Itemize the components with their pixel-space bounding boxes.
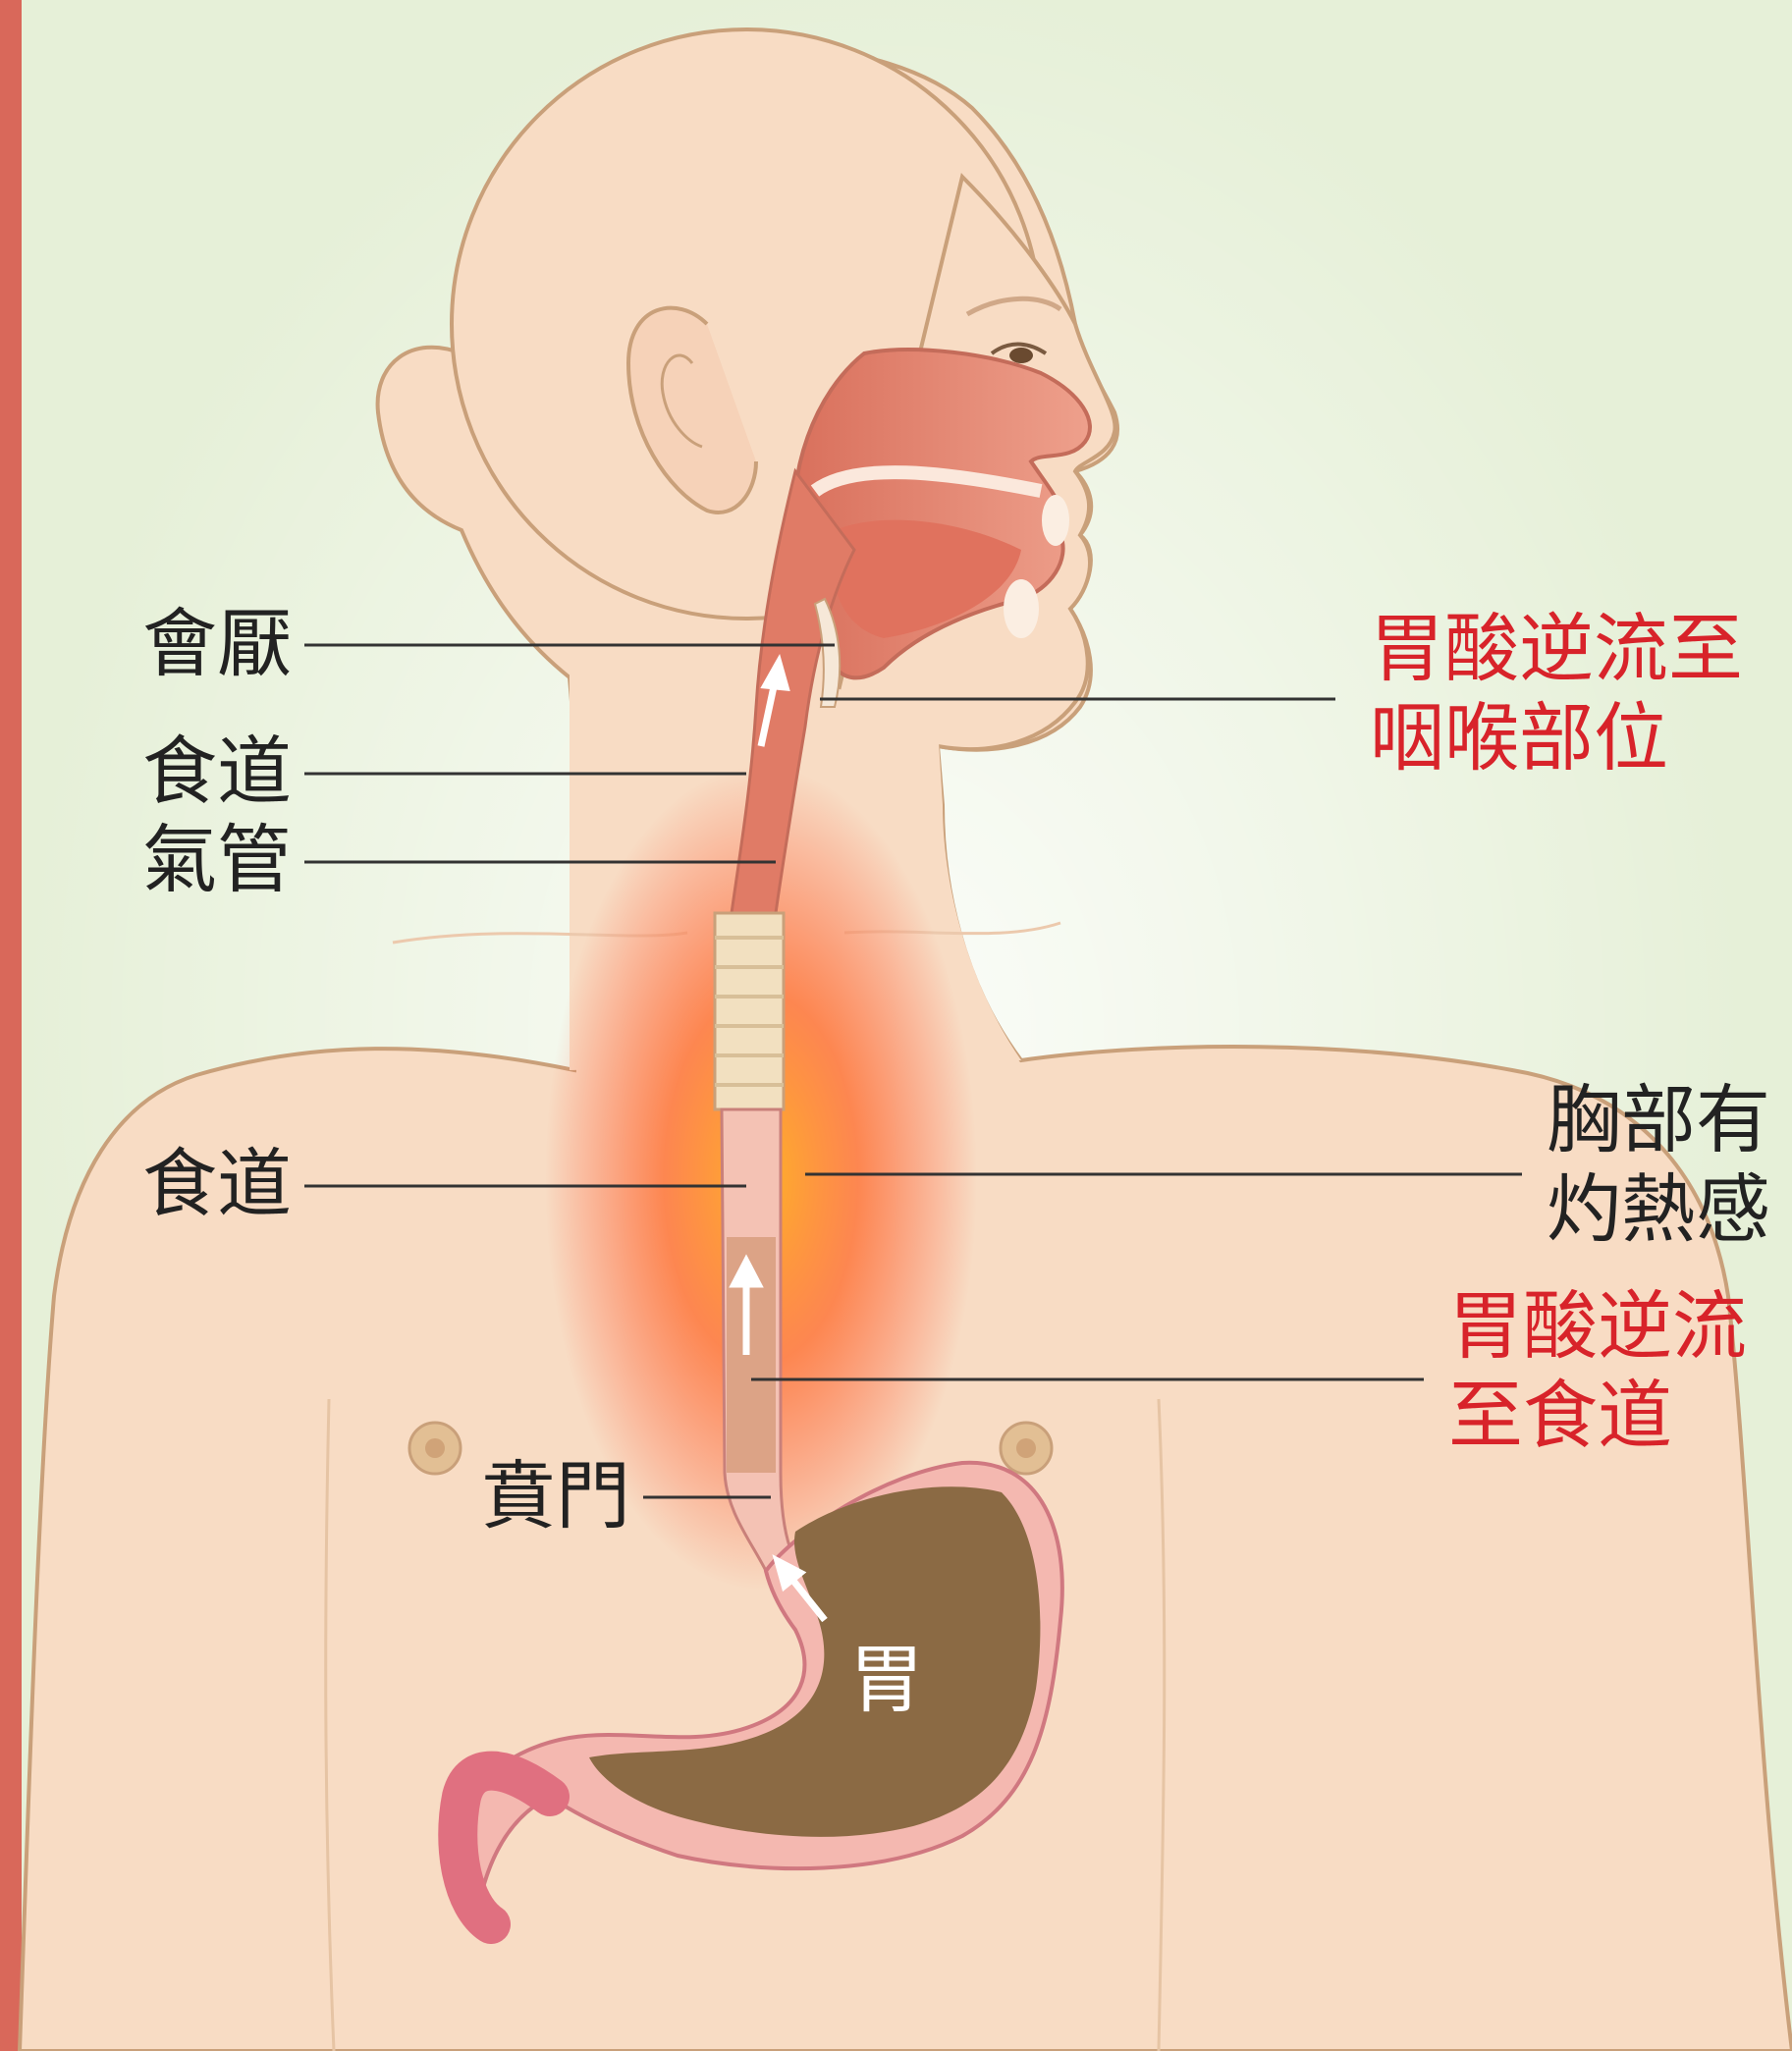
callout-reflux-esophagus-line1: 胃酸逆流	[1448, 1281, 1747, 1371]
callout-chest-burning: 胸部有 灼熱感	[1547, 1075, 1770, 1254]
tooth-upper	[1042, 495, 1069, 546]
callout-reflux-throat-line2: 咽喉部位	[1370, 693, 1743, 783]
callout-chest-burning-line2: 灼熱感	[1547, 1164, 1770, 1254]
label-stomach: 胃	[849, 1635, 924, 1724]
label-epiglottis: 會厭	[142, 599, 292, 688]
callout-reflux-esophagus-line2: 至食道	[1448, 1371, 1747, 1460]
callout-reflux-throat-line1: 胃酸逆流至	[1370, 604, 1743, 693]
tooth-lower	[1004, 579, 1039, 638]
label-esophagus-upper: 食道	[142, 727, 292, 816]
eye-pupil	[1009, 348, 1033, 363]
callout-reflux-throat: 胃酸逆流至 咽喉部位	[1370, 604, 1743, 783]
callout-chest-burning-line1: 胸部有	[1547, 1075, 1770, 1164]
label-esophagus-lower: 食道	[142, 1139, 292, 1228]
nipple-right-center	[1016, 1438, 1036, 1458]
callout-reflux-esophagus: 胃酸逆流 至食道	[1448, 1281, 1747, 1460]
label-cardia: 賁門	[481, 1451, 630, 1540]
label-trachea: 氣管	[142, 815, 292, 904]
trachea	[715, 913, 784, 1109]
nipple-left-center	[425, 1438, 445, 1458]
